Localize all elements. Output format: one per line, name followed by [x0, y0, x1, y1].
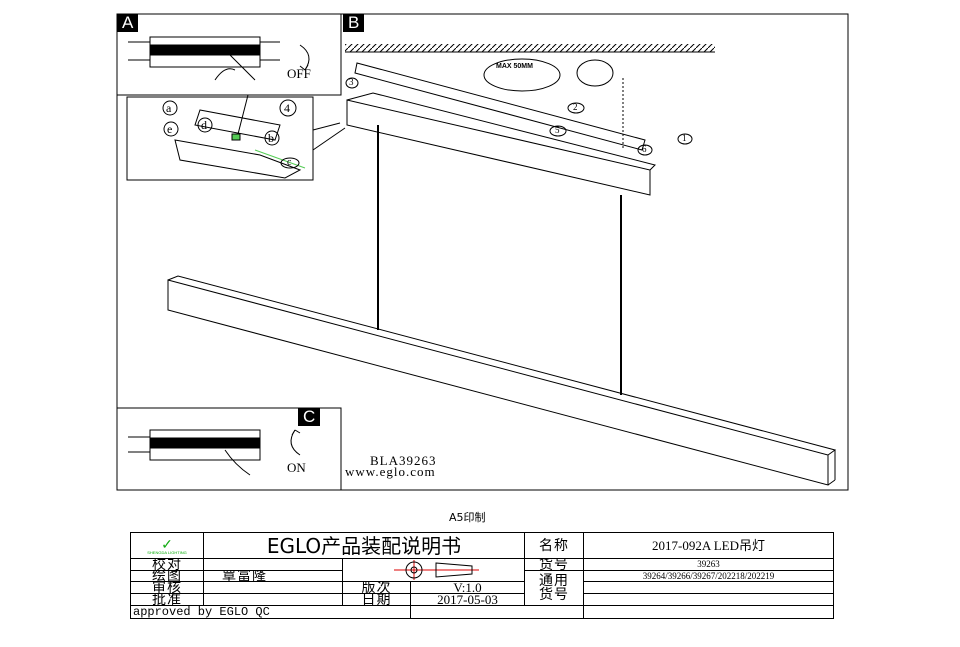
- mounting-bracket: [354, 58, 646, 151]
- logo-text: SHENGDA LIGHTING: [147, 549, 187, 555]
- name-value: 2017-092A LED吊灯: [583, 532, 834, 559]
- canopy: [346, 92, 656, 196]
- blank-cell: [410, 605, 584, 619]
- step-2: 2: [573, 102, 578, 112]
- model-code: BLA39263: [370, 453, 437, 468]
- common-item-no-label: 通用货号: [524, 570, 584, 606]
- projection-symbol: [342, 558, 525, 582]
- print-note: A5印制: [449, 511, 486, 524]
- led-bar: [167, 275, 837, 486]
- max-50mm-label: MAX 50MM: [496, 63, 533, 70]
- step-1: 1: [682, 133, 687, 143]
- blank-cell: [583, 605, 834, 619]
- panel-a-tag: A: [117, 14, 139, 32]
- callout-4: 4: [284, 101, 290, 115]
- document-title: EGLO产品装配说明书: [203, 532, 525, 559]
- off-label: OFF: [287, 66, 311, 81]
- callout-a: a: [166, 101, 172, 115]
- step-6: 6: [642, 144, 647, 154]
- panel-c-tag: C: [298, 408, 321, 426]
- callout-c: c: [287, 157, 292, 168]
- panel-b-tag: B: [343, 14, 365, 32]
- terminal-detail-illustration: [174, 94, 346, 179]
- detail-box: [126, 96, 314, 181]
- step-callouts: [345, 77, 693, 156]
- callout-b: b: [268, 131, 274, 145]
- ceiling-hatch: [345, 44, 715, 52]
- panel-c-frame: [116, 407, 342, 491]
- approved-by-note: approved by EGLO QC: [130, 605, 411, 619]
- callout-d: d: [201, 118, 207, 132]
- breaker-on-illustration: [128, 429, 301, 476]
- detail-callouts: [162, 99, 300, 169]
- on-label: ON: [287, 460, 306, 475]
- callout-e: e: [167, 122, 173, 136]
- website: www.eglo.com: [345, 464, 436, 479]
- breaker-off-illustration: [128, 36, 310, 81]
- drawing-frame: [116, 13, 849, 491]
- logo: ✓SHENGDA LIGHTING: [130, 532, 204, 559]
- name-label: 名称: [524, 532, 584, 559]
- step-5: 5: [555, 125, 560, 135]
- step-3: 3: [349, 77, 354, 87]
- panel-a-frame: [116, 13, 342, 96]
